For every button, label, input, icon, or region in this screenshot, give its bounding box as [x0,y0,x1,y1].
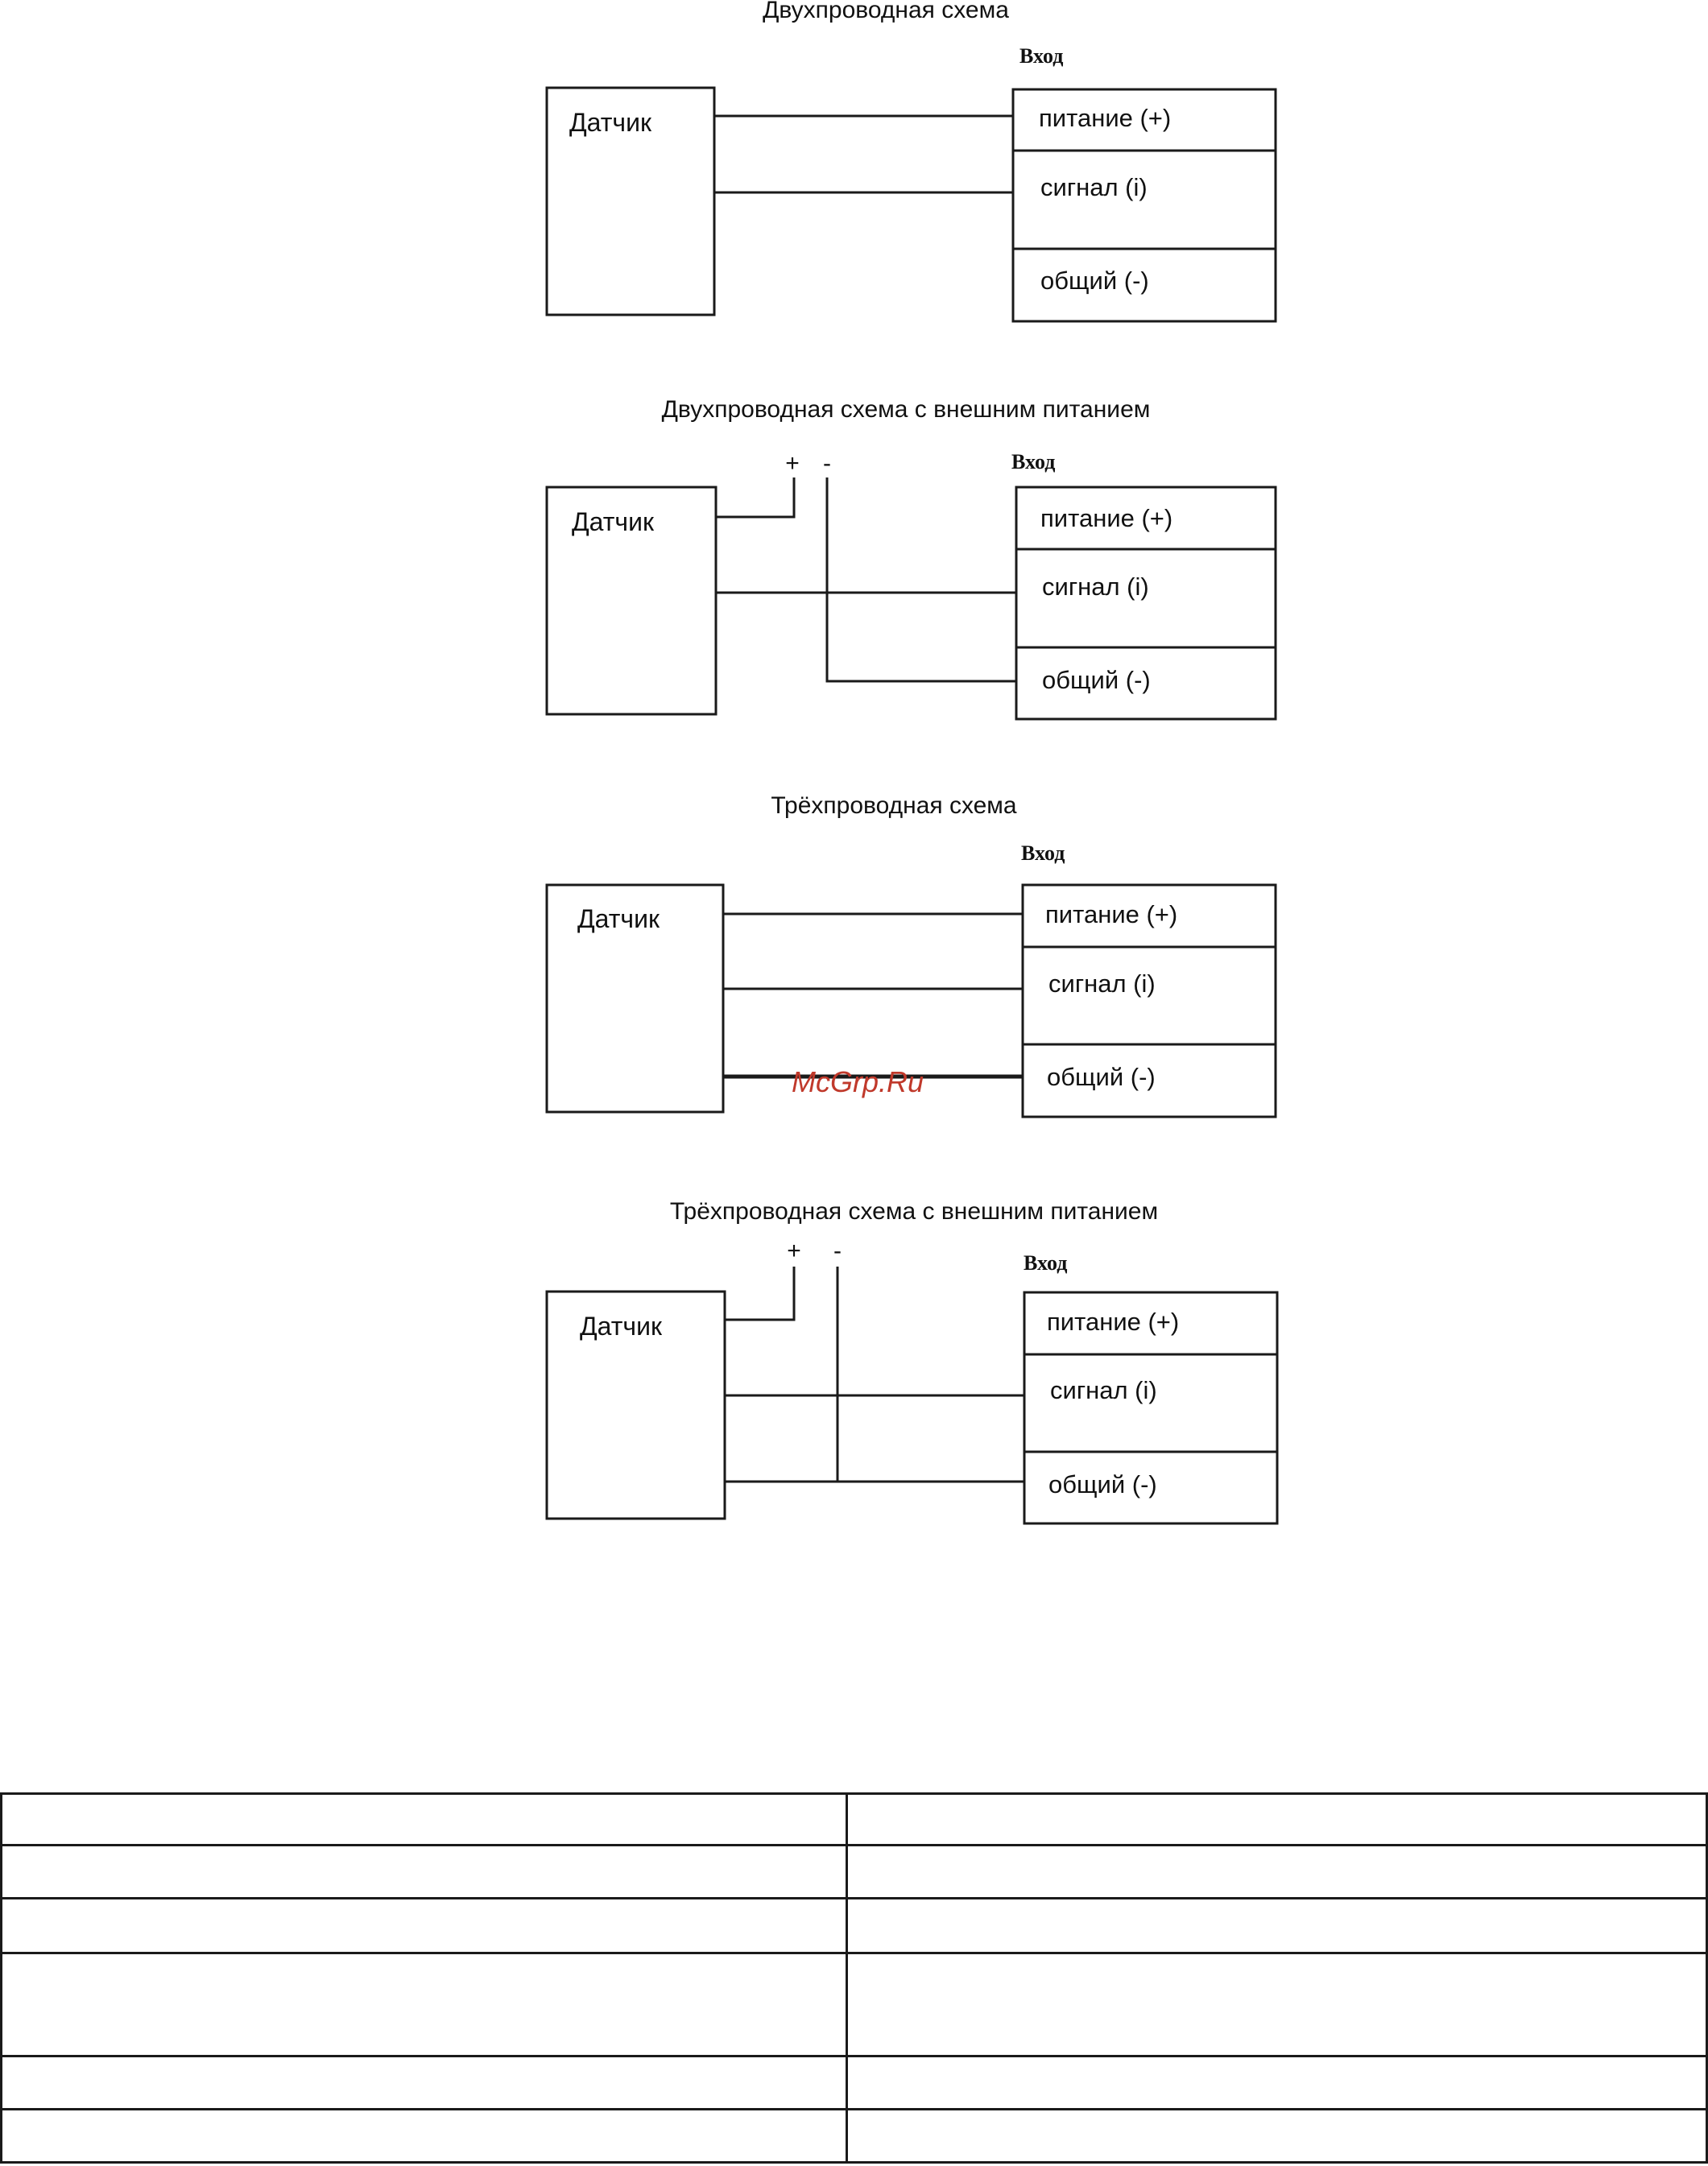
sensor-label: Датчик [569,108,652,137]
plus-sign: + [785,450,800,477]
scheme-two-wire: Двухпроводная схема Вход Датчик питание … [545,0,1277,323]
table-cell [0,1952,848,2057]
wiring-diagrams: Двухпроводная схема Вход Датчик питание … [545,0,1279,1525]
terminal-power: питание (+) [1039,104,1171,132]
sensor-label: Датчик [572,507,655,536]
input-label: Вход [1011,450,1055,473]
watermark: McGrp.Ru [792,1065,924,1098]
sensor-box [545,86,716,316]
scheme-title: Двухпроводная схема с внешним питанием [662,396,1151,423]
plus-sign: + [787,1238,801,1264]
input-block [1015,486,1277,721]
table-cell [0,2108,848,2164]
scheme-three-wire-external-power: Трёхпроводная схема с внешним питанием +… [545,1198,1279,1525]
table-cell [846,1952,1708,2057]
terminal-signal: сигнал (i) [1042,573,1149,601]
wire-external-plus [716,477,796,519]
table-row [0,1897,1708,1954]
table-cell [0,1792,848,1846]
terminal-power: питание (+) [1040,504,1172,532]
table-cell [846,1897,1708,1954]
scheme-title: Трёхпроводная схема [771,792,1017,819]
table-cell [0,2055,848,2110]
table-row [0,2055,1708,2110]
table-cell [0,1897,848,1954]
scheme-two-wire-external-power: Двухпроводная схема с внешним питанием +… [545,396,1277,721]
table-cell [846,2055,1708,2110]
table-cell [846,1792,1708,1846]
scheme-title: Трёхпроводная схема с внешним питанием [670,1198,1158,1225]
minus-sign: - [823,450,831,477]
input-block [1023,1291,1279,1525]
terminal-power: питание (+) [1045,900,1177,928]
sensor-box [545,1290,726,1520]
sensor-box [545,883,725,1114]
sensor-label: Датчик [580,1312,663,1341]
terminal-common: общий (-) [1047,1063,1156,1091]
input-label: Вход [1021,841,1065,865]
terminal-power: питание (+) [1047,1308,1179,1336]
terminal-signal: сигнал (i) [1050,1376,1157,1404]
sensor-label: Датчик [577,904,660,933]
terminal-common: общий (-) [1048,1470,1157,1498]
terminal-signal: сигнал (i) [1048,969,1156,998]
scheme-three-wire: Трёхпроводная схема Вход Датчик питание … [545,792,1277,1118]
sensor-box [545,486,718,716]
table-row [0,1952,1708,2057]
scheme-title: Двухпроводная схема [763,0,1009,23]
input-block [1021,883,1277,1118]
input-block [1011,88,1277,323]
table-cell [846,1844,1708,1899]
table-row [0,2108,1708,2164]
table-row [0,1792,1708,1846]
terminal-common: общий (-) [1042,666,1151,694]
empty-table [0,1792,1708,2164]
terminal-common: общий (-) [1040,267,1149,295]
wire-external-minus [825,477,1016,683]
table-row [0,1844,1708,1899]
input-label: Вход [1019,44,1063,68]
terminal-signal: сигнал (i) [1040,173,1148,201]
minus-sign: - [833,1238,842,1264]
table-cell [846,2108,1708,2164]
wire-external-plus [725,1267,796,1321]
table-cell [0,1844,848,1899]
input-label: Вход [1024,1251,1067,1275]
